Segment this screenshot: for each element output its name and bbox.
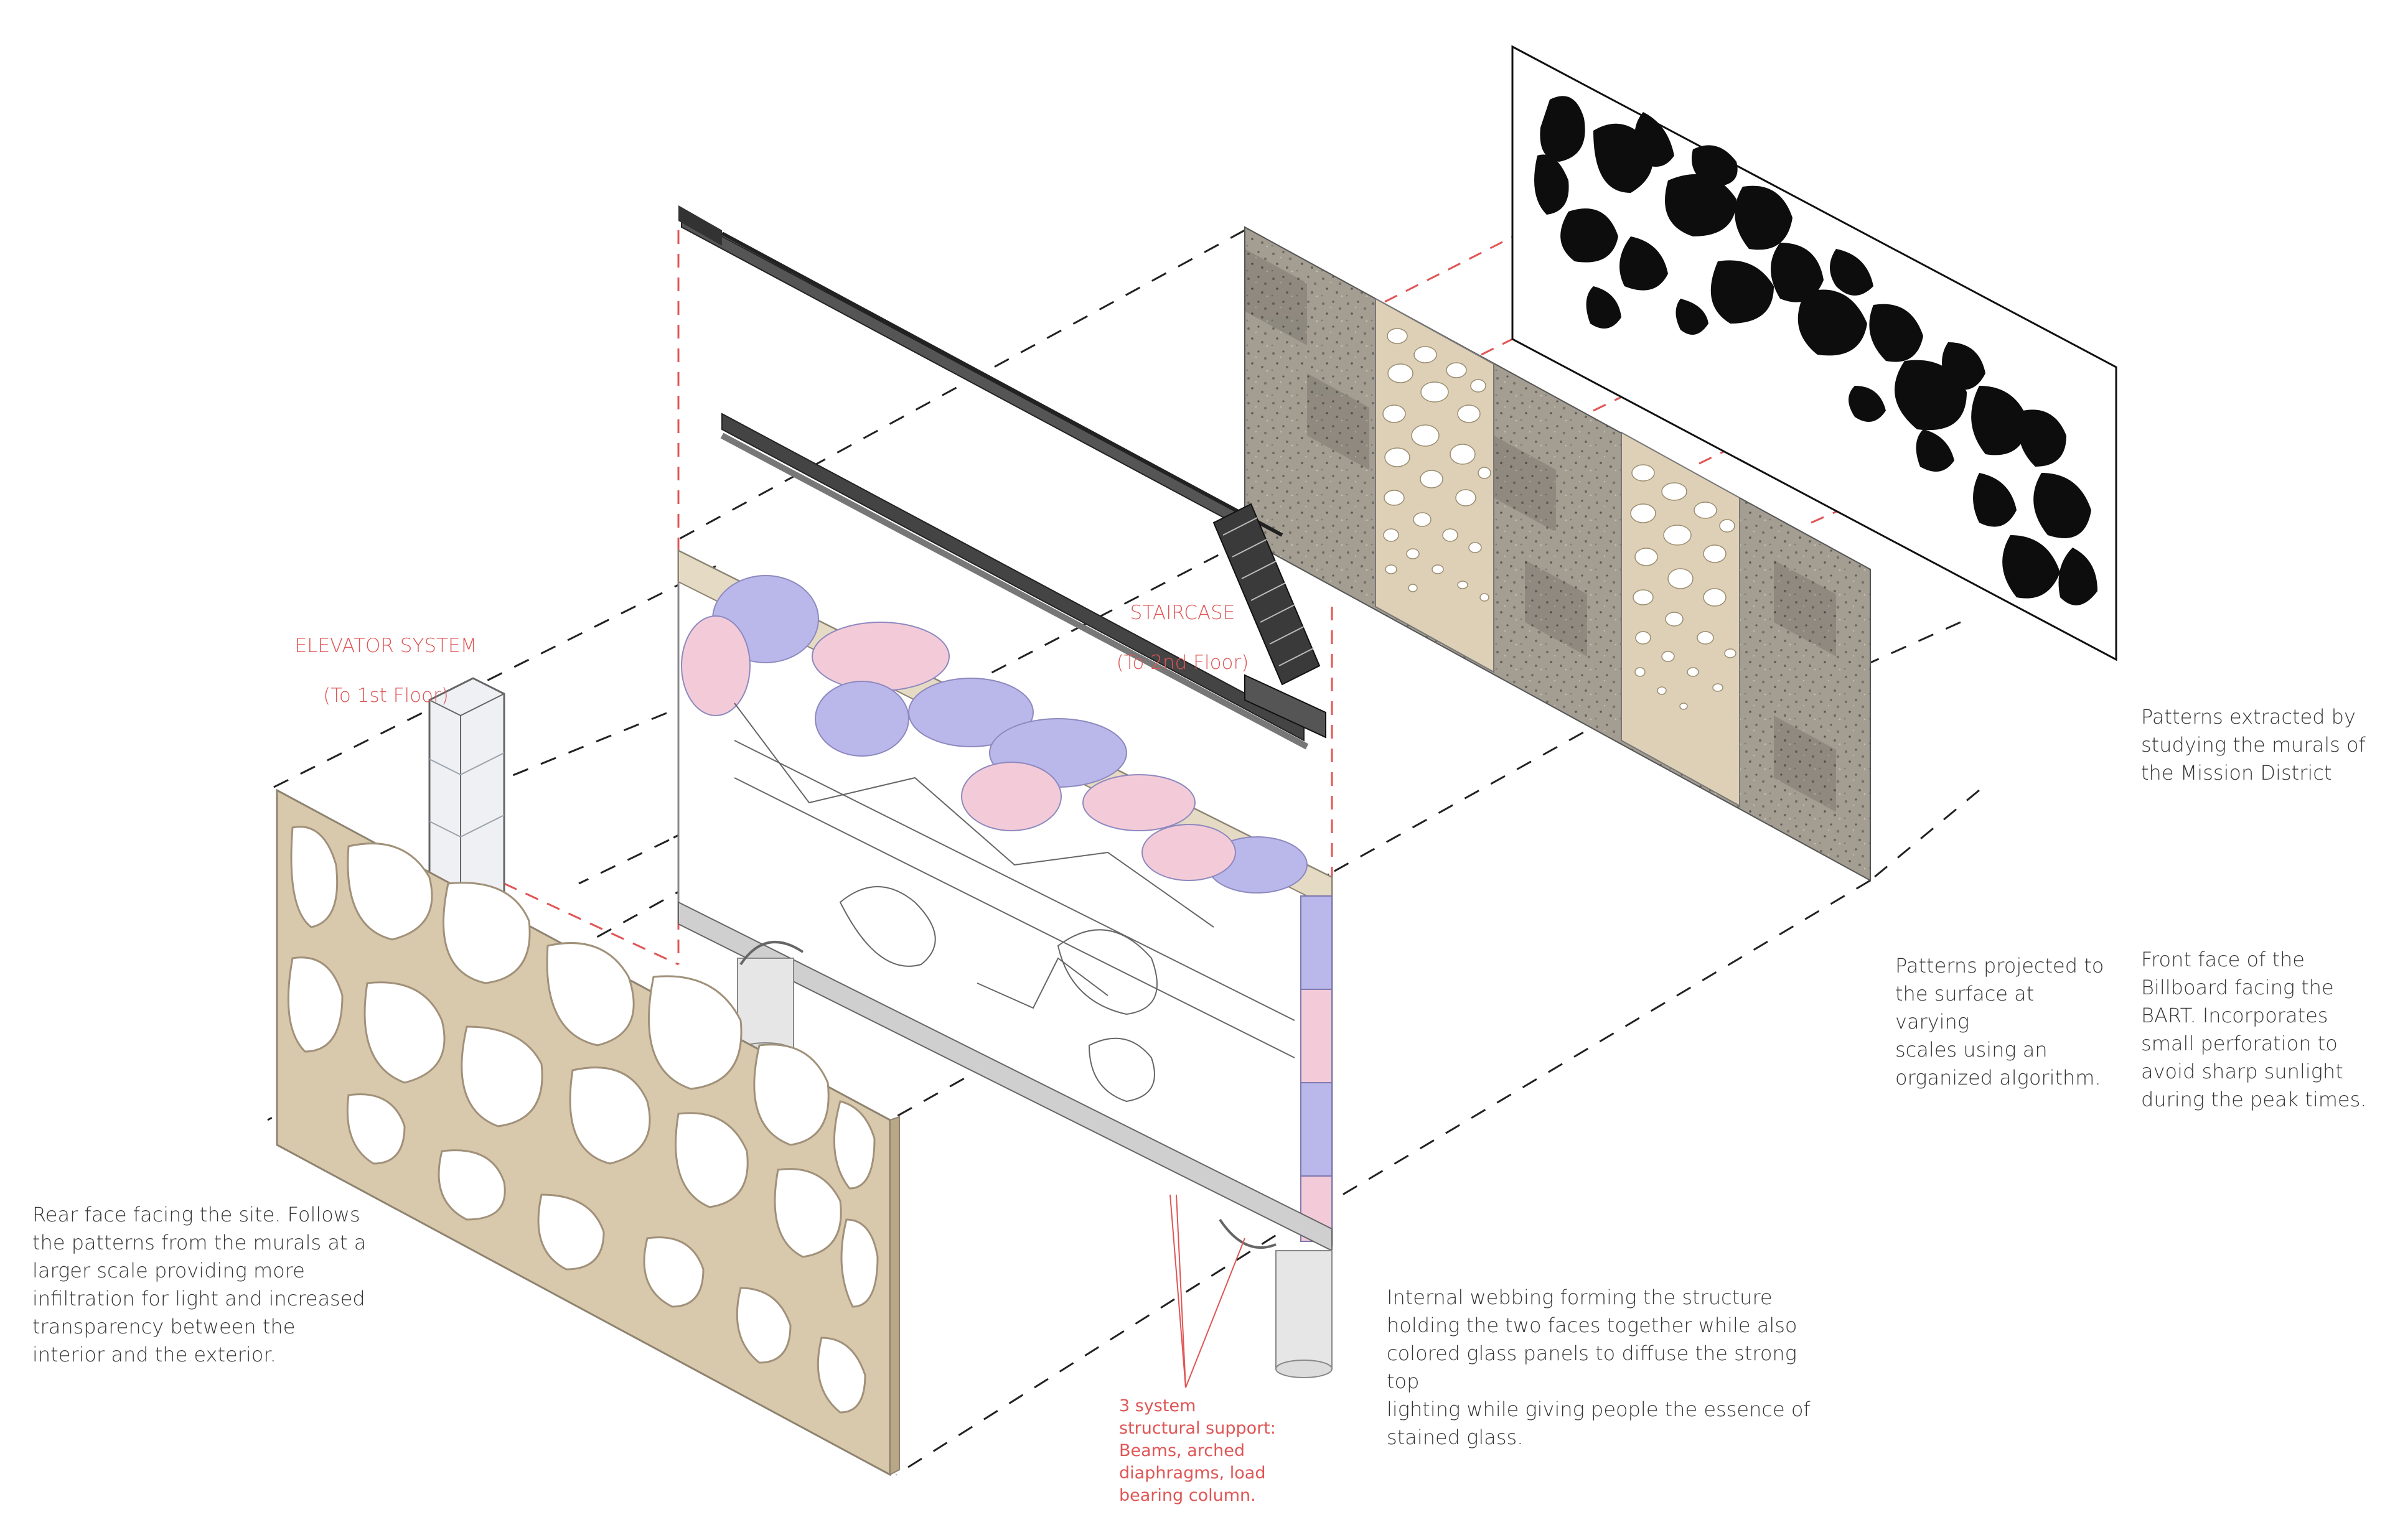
rear-face-panel xyxy=(276,788,900,1477)
staircase-subtitle: (To 2nd Floor) xyxy=(1116,651,1249,674)
upper-walkway-rail xyxy=(678,205,1283,537)
rear-face-note: Rear face facing the site. Follows the p… xyxy=(32,1203,367,1366)
elevator-label: ELEVATOR SYSTEM (To 1st Floor) xyxy=(274,609,498,733)
staircase xyxy=(1212,503,1326,739)
structural-support-note: 3 system structural support: Beams, arch… xyxy=(1119,1396,1276,1505)
lower-walkway-rail xyxy=(720,413,1309,750)
structural-leader-lines xyxy=(1169,1194,1245,1388)
staircase-label: STAIRCASE (To 2nd Floor) xyxy=(1095,576,1270,700)
patterns-projected-note: Patterns projected to the surface at var… xyxy=(1895,954,2104,1090)
billboard-structure xyxy=(677,549,1333,1378)
staircase-title: STAIRCASE xyxy=(1130,602,1235,624)
front-face-panel xyxy=(1244,226,1871,882)
mural-pattern-sheet xyxy=(1511,45,2117,661)
elevator-subtitle: (To 1st Floor) xyxy=(323,684,449,707)
patterns-extracted-note: Patterns extracted by studying the mural… xyxy=(2141,705,2366,785)
elevator-title: ELEVATOR SYSTEM xyxy=(294,635,477,657)
front-face-note: Front face of the Billboard facing the B… xyxy=(2141,948,2367,1111)
internal-webbing-note: Internal webbing forming the structure h… xyxy=(1387,1286,1811,1449)
